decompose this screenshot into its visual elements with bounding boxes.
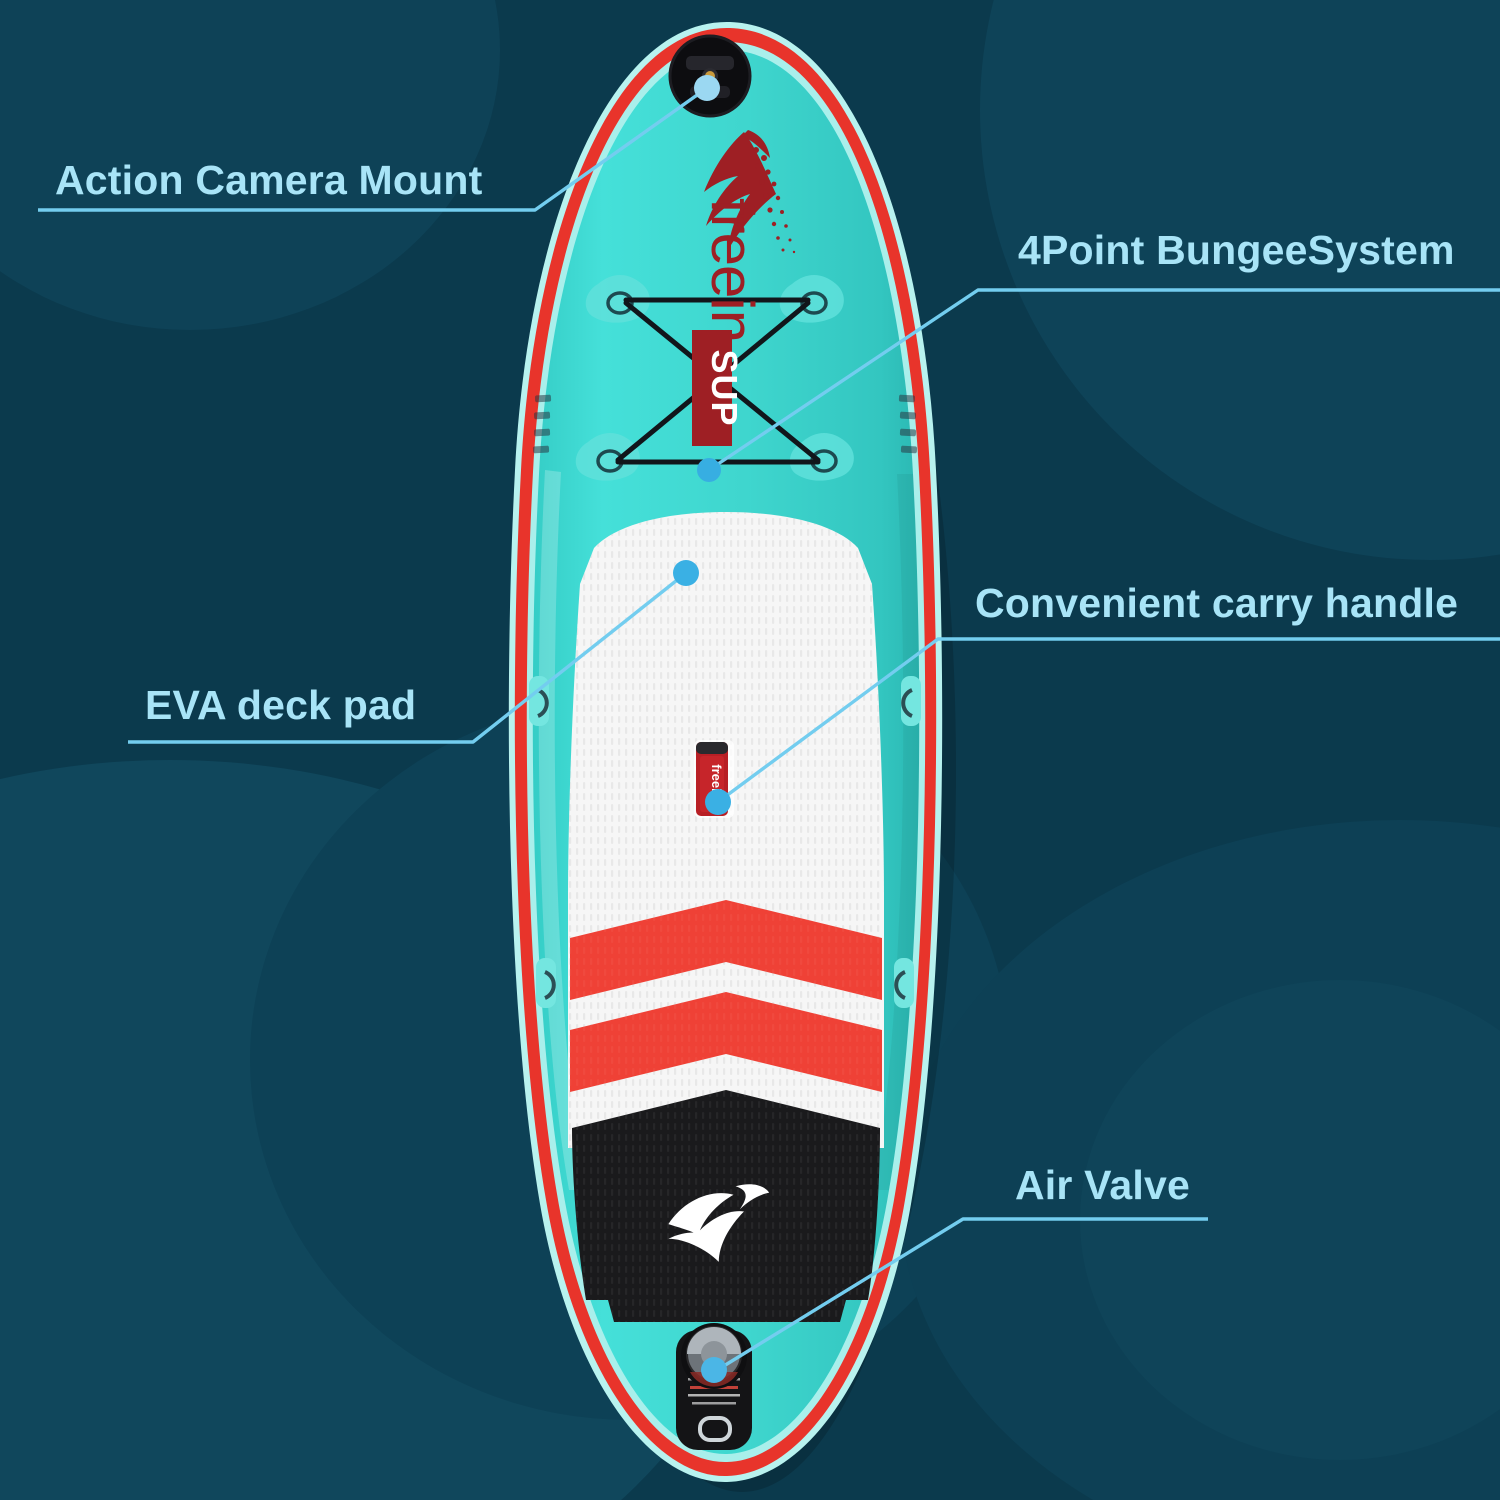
action-camera-mount[interactable] — [668, 34, 752, 118]
callout-label-carry-handle: Convenient carry handle — [975, 580, 1459, 626]
tail-brand-logo — [668, 1184, 770, 1262]
eva-deck-pad — [568, 512, 884, 1322]
air-valve[interactable] — [676, 1323, 752, 1450]
callout-label-action-camera-mount: Action Camera Mount — [55, 157, 483, 203]
nose-brand-text: freein — [699, 198, 766, 342]
callout-label-bungee-system: 4Point BungeeSystem — [1018, 227, 1455, 273]
callout-label-eva-deck-pad: EVA deck pad — [145, 682, 417, 728]
carry-handle[interactable]: freein — [694, 740, 734, 818]
callout-label-air-valve: Air Valve — [1015, 1162, 1191, 1208]
nose-sup-badge-text: SUP — [704, 349, 745, 426]
handle-brand-text: freein — [709, 764, 724, 799]
